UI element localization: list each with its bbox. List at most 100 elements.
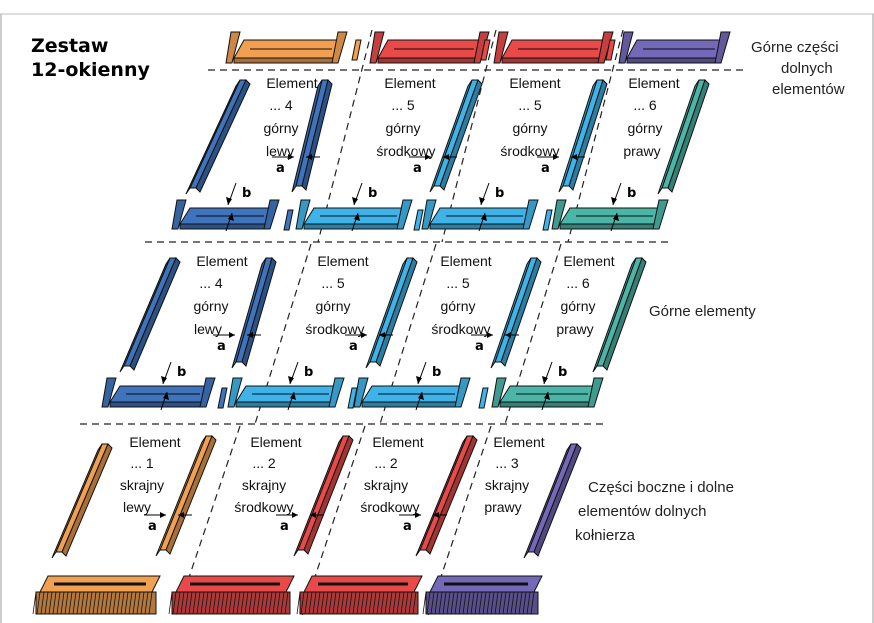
stub-r1-1 xyxy=(283,209,294,231)
svg-text:Element: Element xyxy=(250,434,301,450)
svg-text:górny: górny xyxy=(193,298,228,314)
dim-a-2-label: a xyxy=(413,161,422,176)
row-3-labels: Element ... 1 skrajny lewy Element ... 2… xyxy=(120,434,545,515)
apron-purple xyxy=(422,575,543,615)
cap-r2-2 xyxy=(227,377,345,408)
svg-text:prawy: prawy xyxy=(623,143,660,159)
stub-r1-2 xyxy=(413,209,424,231)
dim-b-7-label: b xyxy=(432,365,441,380)
dim-b-7: b xyxy=(415,361,441,411)
top-part-red-stub xyxy=(480,39,491,61)
side-label-top-elements: Górne elementy xyxy=(649,303,756,320)
cut-line-b3-1 xyxy=(175,425,241,617)
stub-r2-3 xyxy=(478,387,489,409)
side-label-top-parts-1: Górne części xyxy=(751,39,839,56)
cut-line-b3-2 xyxy=(301,425,366,617)
svg-text:... 2: ... 2 xyxy=(374,455,398,471)
dim-a-1-label: a xyxy=(276,161,285,176)
dim-a-8: a xyxy=(276,512,324,534)
dim-a-9: a xyxy=(399,512,447,534)
label-r1-c1: Element ... 4 górny lewy xyxy=(263,75,317,159)
dim-b-8-label: b xyxy=(558,365,567,380)
cut-line-b1-2 xyxy=(441,29,497,243)
dim-a-6: a xyxy=(471,332,519,354)
dim-a-3-label: a xyxy=(541,161,550,176)
dim-a-4: a xyxy=(213,332,261,354)
dim-a-7-label: a xyxy=(148,519,157,534)
top-part-purple xyxy=(618,31,731,64)
cap-r2-4 xyxy=(491,377,604,408)
top-part-red-1 xyxy=(369,31,490,64)
svg-text:skrajny: skrajny xyxy=(242,477,286,493)
rail-r3-left-outer xyxy=(51,443,113,559)
dim-b-3-label: b xyxy=(495,186,504,201)
svg-text:Element: Element xyxy=(372,434,423,450)
label-r1-c3: Element ... 5 górny środkowy xyxy=(500,75,560,159)
dim-b-6-label: b xyxy=(304,365,313,380)
label-r3-c1: Element ... 1 skrajny lewy xyxy=(120,434,181,515)
dim-b-5-label: b xyxy=(177,365,186,380)
svg-text:... 3: ... 3 xyxy=(495,455,519,471)
dim-a-2: a xyxy=(409,154,457,176)
side-label-top-parts-3: elementów xyxy=(772,81,845,98)
dim-b-4: b xyxy=(610,182,636,232)
svg-text:... 5: ... 5 xyxy=(446,275,470,291)
label-r1-c2: Element ... 5 górny środkowy xyxy=(376,75,435,159)
label-r2-c4: Element ... 6 górny prawy xyxy=(556,253,614,337)
dim-a-9-label: a xyxy=(403,519,412,534)
title-line-2: 12-okienny xyxy=(31,59,150,81)
rail-r3-c1 xyxy=(155,435,217,557)
rail-r1-c2 xyxy=(429,79,483,193)
svg-text:górny: górny xyxy=(512,120,547,136)
svg-text:Element: Element xyxy=(563,253,614,269)
label-r1-c4: Element ... 6 górny prawy xyxy=(623,75,679,159)
svg-text:górny: górny xyxy=(263,120,298,136)
label-r2-c1: Element ... 4 górny lewy xyxy=(193,253,247,337)
top-part-red-stub-2 xyxy=(605,39,616,61)
rail-r2-c3 xyxy=(490,257,542,369)
row-2-labels: Element ... 4 górny lewy Element ... 5 g… xyxy=(193,253,614,337)
rail-r1-c3 xyxy=(558,79,608,193)
cut-line-b1-1 xyxy=(317,29,373,243)
rail-r2-c2 xyxy=(365,257,418,369)
cap-r1-4 xyxy=(551,199,669,230)
svg-text:prawy: prawy xyxy=(556,321,593,337)
svg-text:Element: Element xyxy=(440,253,491,269)
dim-b-5: b xyxy=(160,361,186,411)
svg-text:skrajny: skrajny xyxy=(485,477,529,493)
side-label-side-parts-2: elementów dolnych xyxy=(578,503,706,520)
svg-text:lewy: lewy xyxy=(194,321,222,337)
dim-b-4-label: b xyxy=(627,186,636,201)
apron-red-1 xyxy=(168,575,295,615)
svg-text:... 6: ... 6 xyxy=(566,275,590,291)
apron-red-2 xyxy=(296,575,423,615)
svg-text:środkowy: środkowy xyxy=(234,499,293,515)
svg-text:górny: górny xyxy=(440,298,475,314)
label-r2-c3: Element ... 5 górny środkowy xyxy=(431,253,491,337)
rail-r3-c2 xyxy=(293,435,354,557)
title-line-1: Zestaw xyxy=(31,35,108,57)
rail-r3-right-outer xyxy=(523,443,582,559)
svg-text:skrajny: skrajny xyxy=(120,477,164,493)
cap-r2-3 xyxy=(353,377,471,408)
svg-text:Element: Element xyxy=(317,253,368,269)
dim-a-3: a xyxy=(537,154,585,176)
dim-a-6-label: a xyxy=(475,339,484,354)
dim-a-4-label: a xyxy=(217,339,226,354)
cap-r1-3 xyxy=(421,199,539,230)
svg-text:... 5: ... 5 xyxy=(391,97,415,113)
dim-a-1: a xyxy=(272,154,320,176)
stub-r2-2 xyxy=(347,387,358,409)
svg-text:górny: górny xyxy=(627,120,662,136)
rail-r1-right-outer xyxy=(657,79,710,195)
svg-text:... 1: ... 1 xyxy=(130,455,154,471)
dim-b-1-label: b xyxy=(242,186,251,201)
dim-b-2-label: b xyxy=(368,186,377,201)
svg-text:... 4: ... 4 xyxy=(269,97,293,113)
top-part-orange-stub xyxy=(351,39,362,61)
cut-line-b1-3 xyxy=(567,29,624,243)
svg-text:prawy: prawy xyxy=(484,499,521,515)
svg-text:środkowy: środkowy xyxy=(360,499,419,515)
